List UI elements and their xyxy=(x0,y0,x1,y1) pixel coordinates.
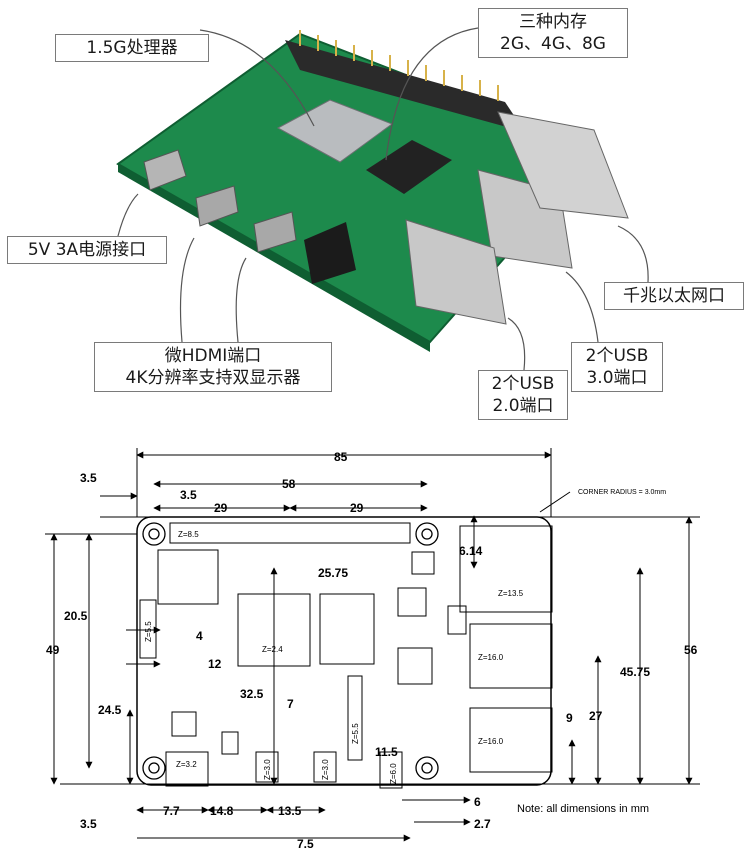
gpio-z-label: Z=8.5 xyxy=(178,530,199,539)
hdmi0-outline xyxy=(255,751,279,783)
pcb-board-edge xyxy=(118,164,430,352)
dim-height-left: 49 xyxy=(46,643,60,657)
usbc-z-label: Z=3.2 xyxy=(176,760,197,769)
hdmi1-z-label: Z=3.0 xyxy=(321,759,330,780)
dim-audio-x: 11.5 xyxy=(375,745,398,759)
ic-c xyxy=(171,711,197,737)
audio-jack xyxy=(304,222,356,284)
callout-power: 5V 3A电源接口 xyxy=(7,236,167,264)
units-note: Note: all dimensions in mm xyxy=(517,803,649,815)
gpio-pins xyxy=(299,30,499,101)
dim-half-right: 29 xyxy=(350,501,364,515)
display-conn-z-label: Z=5.5 xyxy=(144,621,153,642)
dim-cpu-y: 24.5 xyxy=(98,703,122,717)
dim-hdmi-gap: 7 xyxy=(287,697,294,711)
ic-d xyxy=(411,551,435,575)
usb2-ports xyxy=(405,219,507,325)
ethernet-port xyxy=(497,111,629,219)
dim-audio-edge: 2.7 xyxy=(474,817,491,831)
gpio-outline xyxy=(169,522,411,544)
dim-hole-inset: 3.5 xyxy=(180,488,197,502)
usb-bottom-z-label: Z=16.0 xyxy=(478,737,504,746)
dim-hdmi-spacing: 7.5 xyxy=(297,837,314,851)
ram-chip xyxy=(366,140,452,194)
leader-power xyxy=(117,193,139,237)
ic-e xyxy=(447,605,467,635)
dim-half-left: 29 xyxy=(214,501,228,515)
ethernet-outline xyxy=(459,525,553,613)
usb-top-z-label: Z=16.0 xyxy=(478,653,504,662)
leader-usb3 xyxy=(565,271,599,343)
usbc-outline xyxy=(165,751,209,787)
callout-hdmi: 微HDMI端口 4K分辨率支持双显示器 xyxy=(94,342,332,392)
camera-conn-z-label: Z=5.5 xyxy=(351,723,360,744)
callout-ethernet: 千兆以太网口 xyxy=(604,282,744,310)
dim-hdmi0-x: 14.8 xyxy=(210,804,234,818)
board-photo-illustration xyxy=(116,27,649,371)
leader-hdmi-1 xyxy=(235,257,247,343)
dim-hdmi1-x: 13.5 xyxy=(278,804,302,818)
dim-audio-w: 6 xyxy=(474,795,481,809)
micro-hdmi-port-0 xyxy=(195,185,239,227)
dim-bottom-inset: 3.5 xyxy=(80,817,97,831)
ic-f xyxy=(221,731,239,755)
dim-eth-y: 45.75 xyxy=(620,665,650,679)
audio-outline xyxy=(379,751,403,789)
leader-hdmi-0 xyxy=(179,237,195,343)
hdmi0-z-label: Z=3.0 xyxy=(263,759,272,780)
dim-usb-y: 27 xyxy=(589,709,603,723)
audio-z-label: Z=6.0 xyxy=(389,763,398,784)
leader-cpu xyxy=(199,29,315,127)
dim-cpu-x: 32.5 xyxy=(240,687,264,701)
dim-cpu-offset: 25.75 xyxy=(318,566,348,580)
leader-ethernet xyxy=(617,225,649,283)
leader-usb2 xyxy=(507,317,526,371)
ethernet-z-label: Z=13.5 xyxy=(498,589,524,598)
mechanical-drawing: Z=8.5 Z=2.4 Z=13.5 Z=16.0 Z=16.0 Z=3.2 Z… xyxy=(45,448,700,851)
wifi-module-outline xyxy=(157,549,219,605)
hdmi1-outline xyxy=(313,751,337,783)
ic-b xyxy=(397,647,433,685)
mounting-holes xyxy=(142,522,439,780)
callout-usb2: 2个USB 2.0端口 xyxy=(478,370,568,420)
ram-outline xyxy=(319,593,375,665)
dim-eth-offset: 6.14 xyxy=(459,544,483,558)
dim-usbc-x: 7.7 xyxy=(163,804,180,818)
cpu-z-label: Z=2.4 xyxy=(262,645,283,654)
dim-usb-pitch: 9 xyxy=(566,711,573,725)
dim-hole-spacing: 58 xyxy=(282,477,296,491)
dim-overall-width: 85 xyxy=(334,450,348,464)
usbc-port xyxy=(143,149,187,191)
dim-overall-height: 56 xyxy=(684,643,698,657)
camera-conn-outline xyxy=(347,675,363,761)
corner-radius-note: CORNER RADIUS = 3.0mm xyxy=(578,489,666,496)
usb-top-outline xyxy=(469,623,553,689)
dim-left-offset-top: 3.5 xyxy=(80,471,97,485)
dim-conn-a: 4 xyxy=(196,629,203,643)
callout-memory: 三种内存 2G、4G、8G xyxy=(478,8,628,58)
micro-hdmi-port-1 xyxy=(253,211,297,253)
dim-hole-y: 20.5 xyxy=(64,609,88,623)
callout-cpu: 1.5G处理器 xyxy=(55,34,209,62)
usb-bottom-outline xyxy=(469,707,553,773)
leader-memory xyxy=(385,27,479,161)
ic-a xyxy=(397,587,427,617)
dim-conn-b: 12 xyxy=(208,657,222,671)
callout-usb3: 2个USB 3.0端口 xyxy=(571,342,663,392)
